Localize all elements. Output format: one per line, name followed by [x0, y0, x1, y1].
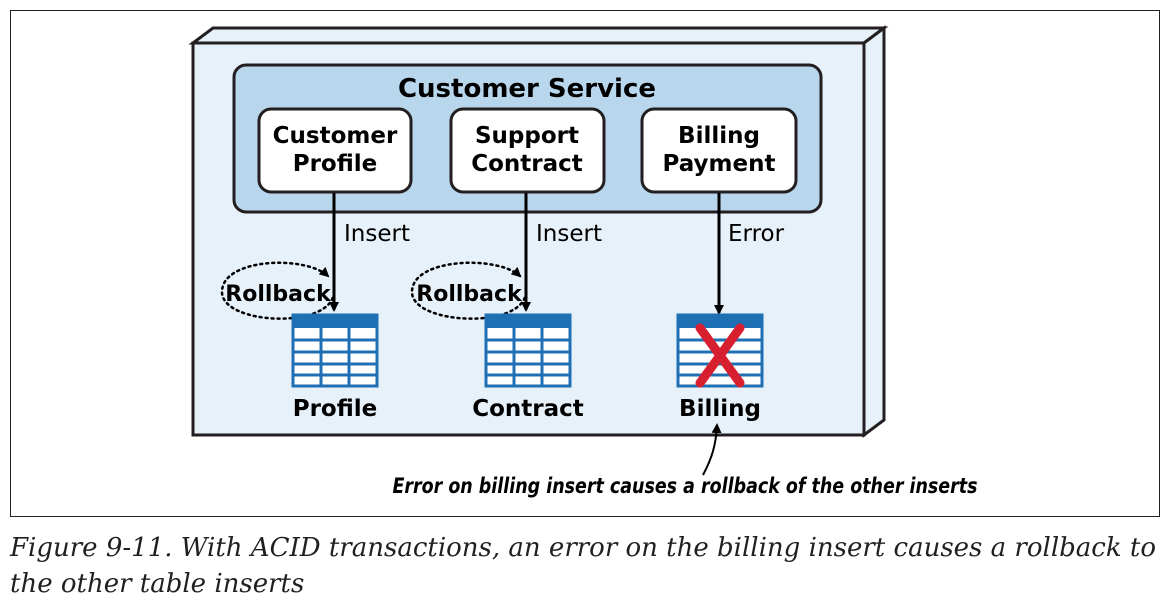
component-label-line2: Profile — [293, 151, 378, 177]
error-x-icon — [695, 323, 745, 388]
component-label-line1: Customer — [273, 123, 398, 149]
arrow-label-insert: Insert — [344, 221, 410, 247]
table-label-contract: Contract — [472, 396, 584, 422]
rollback-label: Rollback — [225, 282, 332, 307]
component-customer-profile: Customer Profile — [257, 107, 413, 194]
acid-diagram: Customer Service Customer Profile Suppor… — [188, 25, 978, 498]
component-support-contract: Support Contract — [449, 107, 606, 194]
component-label-line1: Support — [475, 123, 579, 149]
annotation-pointer — [702, 423, 722, 476]
table-icon-contract — [484, 313, 572, 388]
rollback-label: Rollback — [416, 282, 523, 307]
table-icon-profile — [291, 313, 379, 388]
component-label-line2: Payment — [663, 151, 776, 177]
component-label-line2: Contract — [471, 151, 583, 177]
table-label-profile: Profile — [293, 396, 378, 422]
figure-frame — [10, 10, 1160, 517]
annotation-text: Error on billing insert causes a rollbac… — [393, 474, 978, 498]
component-label-line1: Billing — [678, 123, 760, 149]
component-billing-payment: Billing Payment — [640, 107, 798, 194]
table-label-billing: Billing — [679, 396, 761, 422]
arrow-label-error: Error — [728, 221, 785, 247]
service-title: Customer Service — [398, 74, 656, 104]
figure-caption: Figure 9-11. With ACID transactions, an … — [10, 533, 1156, 599]
arrow-label-insert: Insert — [536, 221, 602, 247]
